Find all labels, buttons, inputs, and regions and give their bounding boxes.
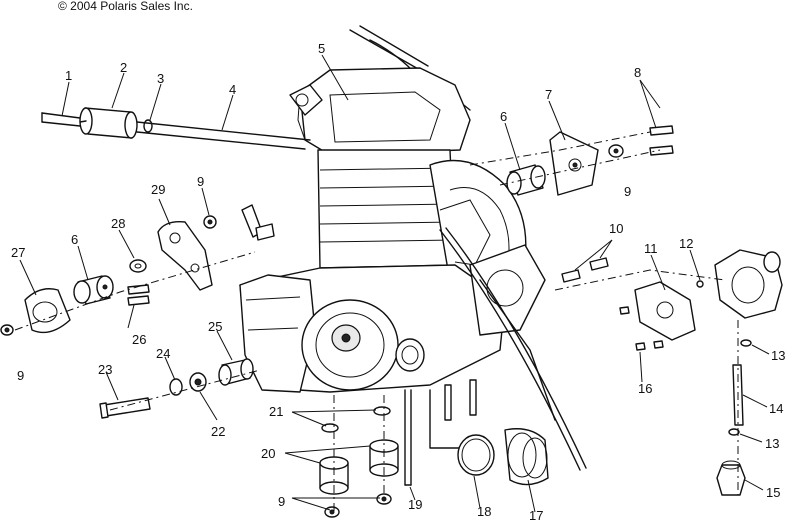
engine-assembly	[239, 25, 587, 471]
callout-9-right: 9	[624, 184, 631, 199]
callout-29: 29	[151, 182, 165, 197]
o-rings-part-13	[728, 339, 752, 436]
clamp-part-18	[457, 434, 495, 476]
nut-part-9-b	[0, 324, 14, 336]
callout-15: 15	[766, 485, 780, 500]
hose-part-1	[41, 112, 81, 127]
copyright-notice: © 2004 Polaris Sales Inc.	[58, 0, 193, 13]
callout-28: 28	[111, 216, 125, 231]
callout-4: 4	[229, 82, 236, 97]
callout-5: 5	[318, 41, 325, 56]
callout-1: 1	[65, 68, 72, 83]
callout-25: 25	[208, 319, 222, 334]
callout-11: 11	[644, 241, 658, 256]
bolts-part-10	[561, 257, 609, 283]
callout-19: 19	[408, 497, 422, 512]
callout-21: 21	[269, 404, 283, 419]
bolts-part-26	[127, 284, 150, 306]
callout-22: 22	[211, 424, 225, 439]
fitting-part-15	[716, 460, 746, 496]
mounts-part-20	[319, 439, 399, 495]
callout-14: 14	[769, 401, 783, 416]
callout-2: 2	[120, 60, 127, 75]
nut-part-9-d	[608, 144, 624, 158]
callout-12: 12	[679, 236, 693, 251]
boot-part-17	[504, 428, 549, 486]
washer-part-24	[169, 378, 183, 396]
mount-cup-part-27	[24, 288, 71, 334]
callout-6-left: 6	[71, 232, 78, 247]
washer-part-22	[189, 372, 207, 392]
bolts-part-8	[649, 125, 674, 156]
callout-leaders	[19, 54, 770, 513]
fittings-near-19	[429, 379, 477, 449]
callout-20: 20	[261, 446, 275, 461]
cover-part-11	[634, 281, 696, 341]
callout-9-top-left: 9	[197, 174, 204, 189]
callout-26: 26	[132, 332, 146, 347]
spacer-part-25	[218, 358, 254, 386]
callout-10: 10	[609, 221, 623, 236]
dipstick-part-19	[404, 389, 412, 486]
bolts-part-16	[619, 306, 664, 351]
breather-tube-part-4	[136, 121, 311, 150]
callout-13-upper: 13	[771, 348, 785, 363]
mount-rubber-part-6-a	[73, 275, 114, 305]
callout-6-right: 6	[500, 109, 507, 124]
bolt-part-12	[696, 280, 704, 288]
bolt-part-23	[99, 397, 151, 419]
callout-16: 16	[638, 381, 652, 396]
clamp-part-3	[143, 119, 153, 133]
callout-27: 27	[11, 245, 25, 260]
nut-part-9-a	[203, 215, 217, 229]
callout-9-bottom: 9	[278, 494, 285, 509]
bracket-part-7	[549, 131, 599, 196]
callout-3: 3	[157, 71, 164, 86]
callout-17: 17	[529, 508, 543, 521]
callout-9-far-left: 9	[17, 368, 24, 383]
callout-8: 8	[634, 65, 641, 80]
callout-24: 24	[156, 346, 170, 361]
thermostat-housing	[714, 249, 783, 319]
mount-rubber-part-6-b	[506, 164, 546, 196]
callout-18: 18	[477, 504, 491, 519]
mount-bracket-part-29	[157, 221, 213, 291]
callout-7: 7	[545, 87, 552, 102]
callout-13-lower: 13	[765, 436, 779, 451]
breather-canister-part-2	[79, 107, 138, 139]
washer-part-28	[129, 259, 147, 273]
nuts-part-9-c	[324, 493, 392, 518]
sensor-fitting	[241, 204, 275, 241]
callout-23: 23	[98, 362, 112, 377]
